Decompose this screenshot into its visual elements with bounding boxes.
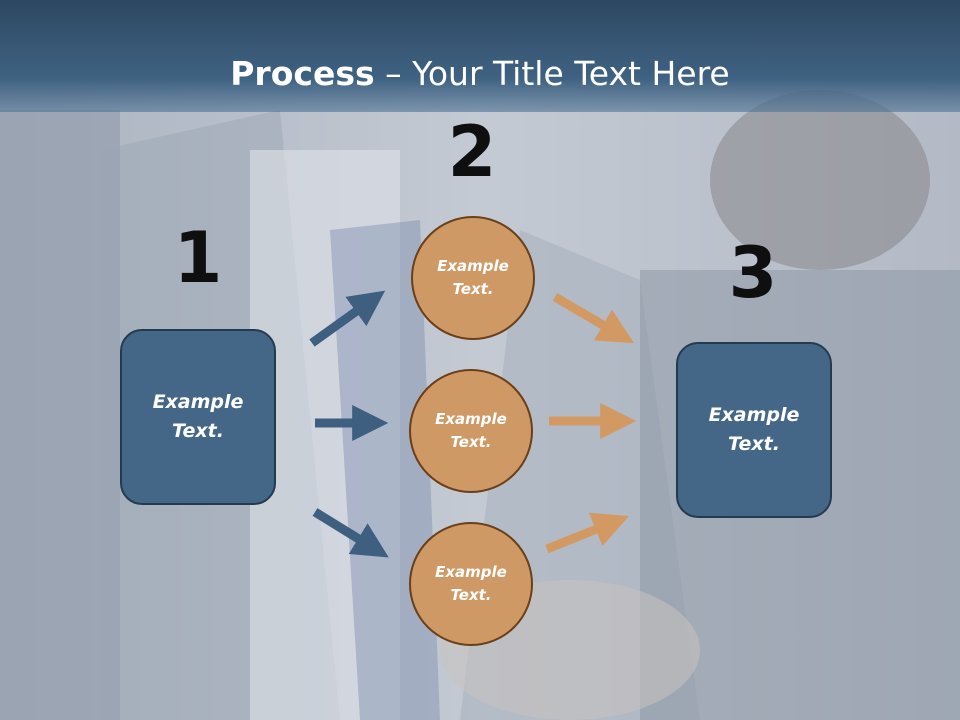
- circle-middle-line2: Text.: [450, 433, 492, 451]
- arrow-from-bottom-circle: [545, 512, 630, 554]
- step-number-2: 2: [447, 111, 497, 193]
- circle-bottom-line1: Example: [435, 563, 507, 581]
- slide-title: Process – Your Title Text Here: [0, 52, 960, 96]
- end-box-line2: Text.: [728, 433, 780, 455]
- title-rest: – Your Title Text Here: [374, 54, 730, 93]
- circle-bottom-line2: Text.: [450, 586, 492, 604]
- title-bold: Process: [230, 54, 375, 93]
- end-box-line1: Example: [708, 404, 800, 426]
- circle-middle-line1: Example: [435, 410, 507, 428]
- start-box-line2: Text.: [172, 420, 224, 442]
- step-number-1: 1: [173, 217, 223, 299]
- step-number-3: 3: [728, 232, 778, 314]
- arrow-from-top-circle: [552, 293, 634, 344]
- arrow-to-top-circle: [309, 290, 386, 347]
- arrow-to-bottom-circle: [312, 508, 389, 558]
- circle-top-line1: Example: [437, 257, 509, 275]
- circle-top-line2: Text.: [452, 280, 494, 298]
- title-bar: [0, 0, 960, 112]
- start-box-line1: Example: [152, 391, 244, 413]
